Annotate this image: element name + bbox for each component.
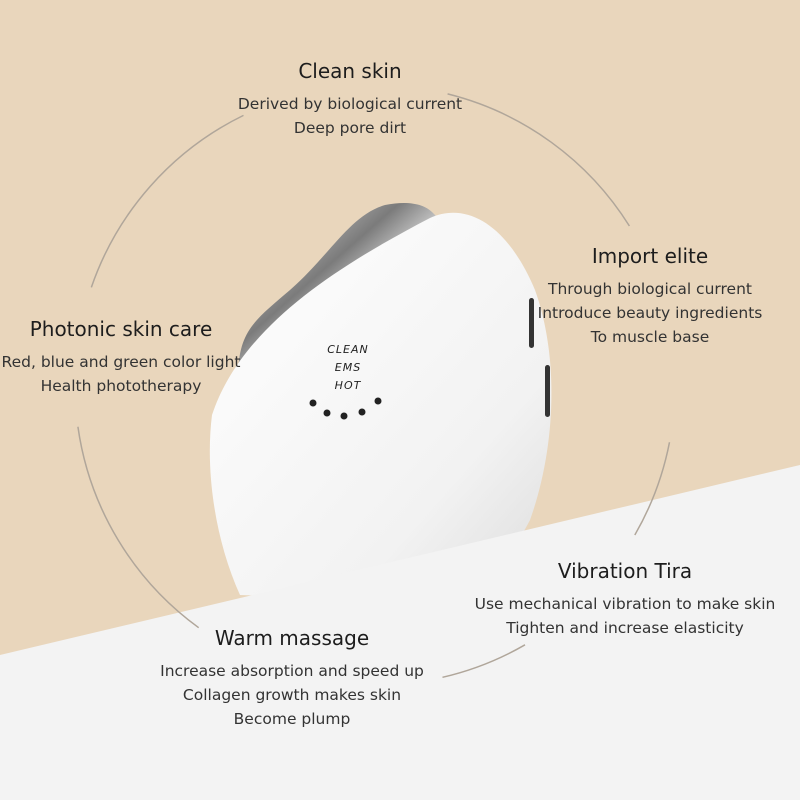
device-mode-labels: CLEAN EMS HOT bbox=[318, 341, 378, 395]
feature-line: Increase absorption and speed up bbox=[160, 662, 424, 680]
indicator-dot bbox=[374, 397, 382, 405]
feature-line: Derived by biological current bbox=[237, 95, 463, 113]
indicator-dot bbox=[323, 409, 331, 417]
ring-arc bbox=[442, 644, 526, 679]
feature-line: Red, blue and green color light bbox=[1, 353, 241, 371]
feature-title: Photonic skin care bbox=[29, 317, 213, 341]
feature-ring bbox=[90, 93, 631, 288]
ring-arc bbox=[634, 442, 671, 536]
feature-line: Introduce beauty ingredients bbox=[537, 304, 763, 322]
ring-arc bbox=[77, 426, 200, 629]
feature-line: Collagen growth makes skin bbox=[182, 686, 402, 704]
feature-line: To muscle base bbox=[590, 328, 710, 346]
white-surface bbox=[0, 465, 800, 800]
feature-vibration-tira: Vibration Tira Use mechanical vibration … bbox=[430, 559, 800, 640]
feature-line: Health phototherapy bbox=[40, 377, 202, 395]
feature-import-elite: Import elite Through biological current … bbox=[500, 244, 800, 349]
device-body bbox=[209, 212, 552, 600]
device-indicator-lights bbox=[309, 397, 382, 420]
feature-title: Import elite bbox=[591, 244, 709, 268]
device-button-2[interactable] bbox=[545, 365, 550, 417]
feature-line: Deep pore dirt bbox=[293, 119, 407, 137]
indicator-dot bbox=[358, 408, 366, 416]
mode-hot: HOT bbox=[334, 379, 362, 392]
mode-ems: EMS bbox=[334, 361, 362, 374]
feature-title: Vibration Tira bbox=[557, 559, 693, 583]
feature-clean-skin: Clean skin Derived by biological current… bbox=[200, 59, 500, 140]
indicator-dot bbox=[340, 412, 348, 420]
mode-clean: CLEAN bbox=[327, 343, 369, 356]
feature-line: Through biological current bbox=[548, 280, 752, 298]
feature-line: Use mechanical vibration to make skin bbox=[474, 595, 776, 613]
feature-title: Clean skin bbox=[298, 59, 402, 83]
feature-line: Become plump bbox=[233, 710, 351, 728]
indicator-dot bbox=[309, 399, 317, 407]
feature-line: Tighten and increase elasticity bbox=[506, 619, 744, 637]
feature-title: Warm massage bbox=[214, 626, 370, 650]
ring-arc bbox=[90, 114, 244, 288]
device-button-1[interactable] bbox=[529, 298, 534, 348]
ring-arc bbox=[447, 93, 631, 227]
feature-photonic-skin-care: Photonic skin care Red, blue and green c… bbox=[0, 317, 242, 398]
feature-ring-front bbox=[77, 426, 671, 679]
feature-warm-massage: Warm massage Increase absorption and spe… bbox=[132, 626, 452, 731]
